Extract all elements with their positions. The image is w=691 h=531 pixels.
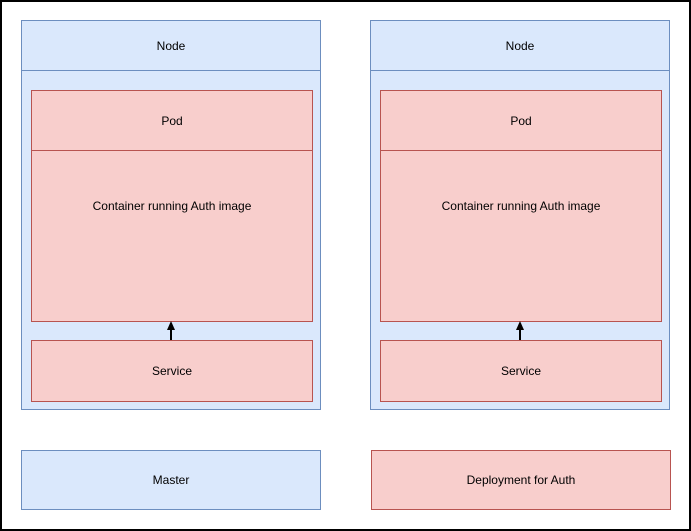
deployment-box: Deployment for Auth: [371, 450, 671, 510]
pod-title-label: Pod: [161, 113, 183, 128]
service-box: Service: [380, 340, 662, 402]
pod-title-bar: Pod: [32, 91, 312, 151]
arrow-line: [519, 328, 521, 341]
pod-box: Pod Container running Auth image: [380, 90, 662, 322]
container-section: Container running Auth image: [381, 151, 661, 321]
master-label: Master: [152, 473, 190, 487]
node-title-label: Node: [505, 38, 535, 53]
container-section: Container running Auth image: [32, 151, 312, 321]
master-box: Master: [21, 450, 321, 510]
arrow-up-icon: [166, 321, 175, 330]
pod-title-bar: Pod: [381, 91, 661, 151]
node-title-label: Node: [156, 38, 186, 53]
arrow-up-icon: [515, 321, 524, 330]
node-title-bar: Node: [371, 21, 669, 71]
container-label: Container running Auth image: [92, 199, 252, 213]
node-title-bar: Node: [22, 21, 320, 71]
service-box: Service: [31, 340, 313, 402]
service-label: Service: [500, 364, 541, 378]
deployment-label: Deployment for Auth: [466, 473, 576, 487]
arrow-line: [170, 328, 172, 341]
node-box-right: Node Pod Container running Auth image Se…: [370, 20, 670, 410]
container-label: Container running Auth image: [441, 199, 601, 213]
service-label: Service: [151, 364, 192, 378]
node-box-left: Node Pod Container running Auth image Se…: [21, 20, 321, 410]
pod-title-label: Pod: [510, 113, 532, 128]
pod-box: Pod Container running Auth image: [31, 90, 313, 322]
